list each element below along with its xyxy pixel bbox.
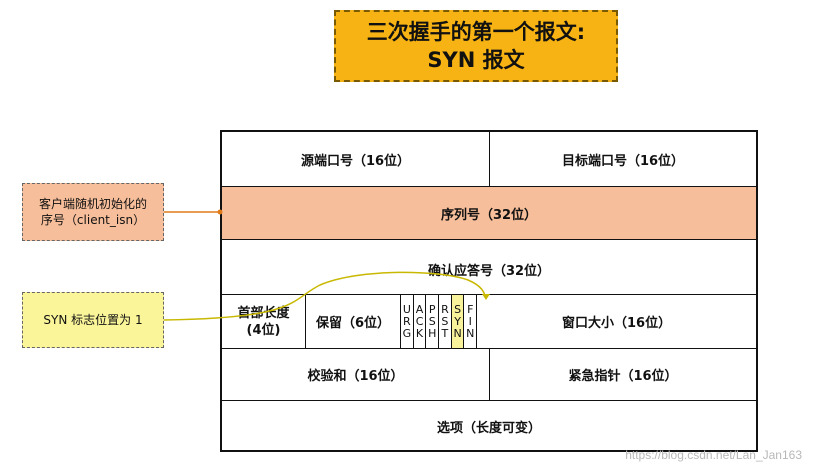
src-port-cell: 源端口号（16位）: [222, 132, 490, 186]
ports-row: 源端口号（16位） 目标端口号（16位）: [222, 132, 756, 186]
watermark: https://blog.csdn.net/Lan_Jan163: [625, 448, 802, 462]
flag-letter: C: [415, 314, 424, 328]
ack-cell: 确认应答号（32位）: [427, 263, 551, 279]
syn-connector-curve: [163, 271, 487, 321]
flag-letter: S: [428, 314, 436, 328]
urgent-pointer-cell: 紧急指针（16位）: [568, 369, 678, 384]
title-line-2: SYN 报文: [427, 48, 525, 72]
flag-letter: I: [468, 314, 472, 328]
client-isn-note-line-2: 序号（client_isn）: [40, 213, 146, 227]
ack-row: 确认应答号（32位）: [222, 240, 756, 294]
flag-letter: P: [428, 302, 436, 316]
seq-row: 序列号（32位）: [222, 187, 756, 239]
checksum-cell: 校验和（16位）: [222, 349, 490, 400]
flag-letter: N: [453, 326, 462, 340]
seq-cell: 序列号（32位）: [440, 207, 538, 223]
flag-letter: R: [403, 314, 411, 328]
flag-letter: S: [454, 302, 462, 316]
options-cell: 选项（长度可变）: [436, 420, 541, 436]
checksum-row: 校验和（16位） 紧急指针（16位）: [222, 349, 756, 400]
reserved-cell: 保留（6位）: [306, 295, 401, 348]
flag-letter: T: [441, 326, 449, 340]
flag-letter: H: [428, 326, 437, 340]
flag-letter: Y: [454, 314, 461, 328]
title-box: 三次握手的第一个报文: SYN 报文: [334, 10, 618, 82]
syn-flag-note: SYN 标志位置为 1: [22, 292, 164, 348]
flag-letter: A: [415, 302, 424, 316]
window-cell: 窗口大小（16位）: [562, 316, 672, 331]
flag-letter: S: [441, 314, 449, 328]
seq-connector-dot: [217, 209, 223, 215]
flag-letter: F: [467, 302, 474, 316]
client-isn-note-line-1: 客户端随机初始化的: [38, 197, 147, 211]
syn-connector-arrowhead: [482, 294, 490, 300]
flag-letter: G: [402, 326, 412, 340]
header-length-bits: (4位): [246, 322, 281, 338]
flag-letter: N: [466, 326, 475, 340]
tcp-header-table: 源端口号（16位） 目标端口号（16位） 序列号（32位） 确认应答号（32位）…: [220, 130, 758, 452]
title-line-1: 三次握手的第一个报文:: [366, 20, 586, 44]
flag-letter: K: [415, 326, 424, 340]
options-row: 选项（长度可变）: [222, 401, 756, 451]
flag-letter: R: [441, 302, 449, 316]
flag-letter: U: [402, 302, 411, 316]
client-isn-note: 客户端随机初始化的 序号（client_isn）: [22, 183, 164, 241]
dst-port-cell: 目标端口号（16位）: [561, 153, 685, 169]
